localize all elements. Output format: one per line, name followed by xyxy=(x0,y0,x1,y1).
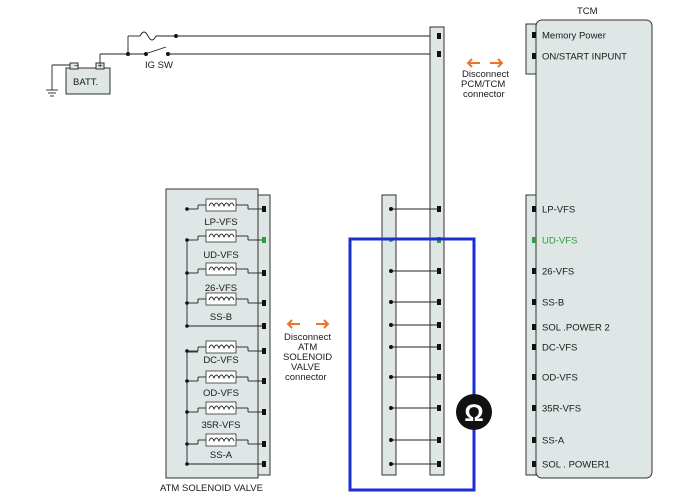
atm-disconnect-line-5: connector xyxy=(285,372,327,383)
solenoid-coil-label: SS-B xyxy=(210,312,232,323)
harness-pin xyxy=(389,375,393,379)
pcm-pin xyxy=(437,437,441,443)
solenoid-coil-label: 35R-VFS xyxy=(201,420,240,431)
solenoid-coils: LP-VFS UD-VFS 26-VFS SS-B DC-VFS OD-VFS 35R-VF… xyxy=(185,198,266,467)
solenoid-coil-icon xyxy=(205,262,237,276)
tcm-pin-label: SS-A xyxy=(542,436,565,447)
pcm-pin xyxy=(437,206,441,212)
battery-label: BATT. xyxy=(73,77,98,88)
ohmmeter-probe-wire xyxy=(348,237,476,492)
tcm-pin xyxy=(532,299,536,305)
tcm-pin xyxy=(532,206,536,212)
pcm-pin xyxy=(437,405,441,411)
solenoid-coil-icon xyxy=(205,229,237,243)
tcm-pin-label: OD-VFS xyxy=(542,373,578,384)
svg-text:+: + xyxy=(98,61,103,71)
solenoid-pin xyxy=(262,206,266,212)
solenoid-pin xyxy=(262,237,266,243)
solenoid-coil-label: SS-A xyxy=(210,450,233,461)
tcm-pin xyxy=(532,53,536,59)
tcm-pin-label: SS-B xyxy=(542,298,564,309)
solenoid-valve-title: ATM SOLENOID VALVE xyxy=(160,483,263,494)
harness-pin xyxy=(389,345,393,349)
tcm-pin-label: SOL .POWER 2 xyxy=(542,323,610,334)
ohmmeter: Ω xyxy=(456,394,492,430)
solenoid-coil-label: UD-VFS xyxy=(203,250,238,261)
solenoid-coil-label: OD-VFS xyxy=(203,388,239,399)
solenoid-coil-icon xyxy=(205,292,237,306)
solenoid-coil-icon xyxy=(205,433,237,447)
power-circuit: − + BATT. IG SW xyxy=(46,31,436,97)
pcm-disconnect-arrows xyxy=(466,58,504,68)
solenoid-coil-icon xyxy=(205,370,237,384)
ignition-switch-icon xyxy=(147,46,167,54)
atm-disconnect-line-2: ATM xyxy=(298,342,317,353)
tcm-pin xyxy=(532,32,536,38)
pcm-pin xyxy=(437,299,441,305)
tcm-pin xyxy=(532,237,536,243)
tcm-pin xyxy=(532,405,536,411)
pcm-tcm-connector xyxy=(429,26,445,476)
solenoid-pin xyxy=(262,348,266,354)
harness-pin xyxy=(389,269,393,273)
battery-icon xyxy=(65,67,111,95)
solenoid-coil-label: DC-VFS xyxy=(203,355,238,366)
tcm-pin-label: 26-VFS xyxy=(542,267,574,278)
solenoid-pin xyxy=(262,270,266,276)
atm-disconnect-line-3: SOLENOID xyxy=(283,352,332,363)
pcm-pin xyxy=(437,344,441,350)
ohmmeter-symbol: Ω xyxy=(464,400,483,427)
solenoid-coil-icon xyxy=(205,401,237,415)
pcm-pin xyxy=(437,461,441,467)
tcm-pin-label: SOL . POWER1 xyxy=(542,460,610,471)
pcm-pin xyxy=(437,268,441,274)
solenoid-coil-icon xyxy=(205,340,237,354)
pcm-pin xyxy=(437,374,441,380)
tcm-pin xyxy=(532,344,536,350)
solenoid-pin xyxy=(262,300,266,306)
pcm-tcm-connector-pins xyxy=(437,33,441,57)
solenoid-coil-icon xyxy=(205,198,237,212)
solenoid-pin xyxy=(262,441,266,447)
solenoid-coil-label: LP-VFS xyxy=(204,217,237,228)
pcm-disconnect-line-1: Disconnect xyxy=(462,69,509,80)
harness-pin xyxy=(389,462,393,466)
tcm-pin xyxy=(532,437,536,443)
tcm-pin xyxy=(532,461,536,467)
tcm-pin-label: LP-VFS xyxy=(542,205,575,216)
pcm-disconnect-line-2: PCM/TCM xyxy=(461,79,505,90)
tcm-pin-label: 35R-VFS xyxy=(542,404,581,415)
tcm-title: TCM xyxy=(577,6,598,17)
tcm-pin-label: DC-VFS xyxy=(542,343,577,354)
ohmmeter-icon xyxy=(456,394,492,430)
harness-pin xyxy=(389,300,393,304)
tcm-pin-label: ON/START INPUNT xyxy=(542,52,627,63)
solenoid-pin xyxy=(262,409,266,415)
svg-text:−: − xyxy=(74,61,79,71)
pcm-disconnect-line-3: connector xyxy=(463,89,505,100)
harness-pin xyxy=(389,323,393,327)
atm-disconnect-line-4: VALVE xyxy=(291,362,320,373)
tcm-pin-label: UD-VFS xyxy=(542,236,577,247)
tcm-pin-label: Memory Power xyxy=(542,31,606,42)
harness-connector xyxy=(381,194,397,476)
ignition-switch-label: IG SW xyxy=(145,60,173,71)
harness-pin xyxy=(389,207,393,211)
tcm-pin xyxy=(532,374,536,380)
solenoid-coil-label: 26-VFS xyxy=(205,283,237,294)
tcm-pin xyxy=(532,268,536,274)
fuse-icon xyxy=(139,31,157,41)
tcm-pin xyxy=(532,324,536,330)
atm-disconnect-arrows xyxy=(286,319,330,329)
pcm-pin xyxy=(437,322,441,328)
solenoid-pin xyxy=(262,378,266,384)
harness-pin xyxy=(389,438,393,442)
harness-pin xyxy=(389,406,393,410)
atm-disconnect-line-1: Disconnect xyxy=(284,332,331,343)
